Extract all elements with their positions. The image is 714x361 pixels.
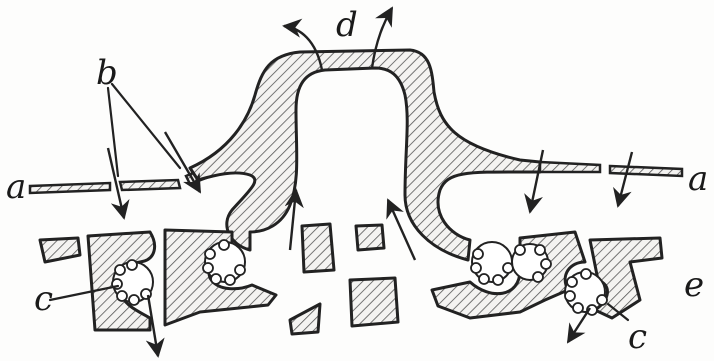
label-d: d — [336, 5, 358, 45]
chamber-1 — [112, 260, 153, 305]
label-a-right: a — [688, 159, 708, 199]
label-c-left: c — [34, 279, 53, 319]
inflow-arrow-3 — [530, 150, 543, 212]
outer-layer-right — [540, 162, 682, 176]
label-a-left: a — [6, 167, 26, 207]
label-c-right: c — [628, 317, 647, 357]
chamber-3 — [471, 242, 513, 285]
label-e: e — [684, 265, 704, 305]
inflow-arrow-4 — [618, 152, 632, 206]
label-b: b — [96, 53, 118, 93]
